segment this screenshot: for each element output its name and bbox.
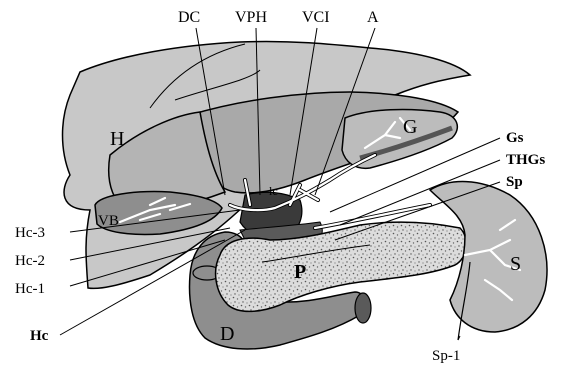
label-hc: Hc [30,328,49,344]
label-vph: VPH [235,9,267,26]
label-sp: Sp [506,174,523,190]
label-a: A [367,9,379,26]
label-hc2: Hc-2 [15,253,45,269]
label-dc: DC [178,9,200,26]
label-vb: VB [98,213,119,229]
label-h: H [110,128,124,150]
label-hc3: Hc-3 [15,225,45,241]
label-gs: Gs [506,130,524,146]
label-thgs: THGs [506,152,545,168]
label-s: S [510,253,521,275]
label-vci: VCI [302,9,330,26]
label-p: P [294,261,306,283]
label-hc1: Hc-1 [15,281,45,297]
label-lc: lc [269,184,278,198]
duodenum-opening [355,293,371,323]
label-sp1: Sp-1 [432,348,460,364]
label-g: G [403,116,417,138]
label-d: D [220,323,234,345]
